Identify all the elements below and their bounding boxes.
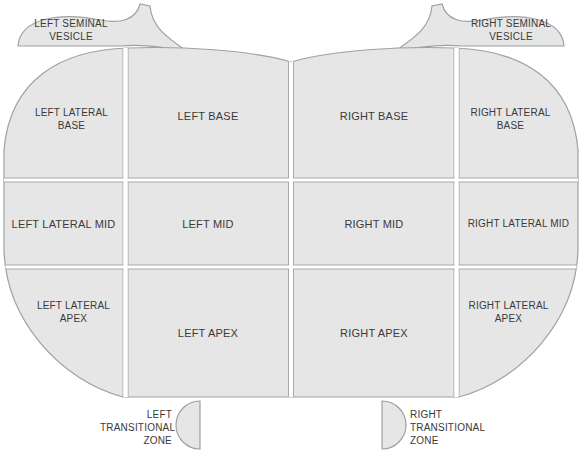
biopsy-zone: RIGHT LATERAL MID — [461, 184, 576, 263]
biopsy-zone: LEFT LATERAL APEX — [26, 272, 121, 352]
transitional-zone: RIGHT TRANSITIONAL ZONE — [410, 404, 490, 450]
zone-label: RIGHT SEMINAL VESICLE — [460, 17, 562, 43]
biopsy-zone: RIGHT LATERAL BASE — [461, 62, 560, 176]
seminal-vesicle: LEFT SEMINAL VESICLE — [20, 14, 122, 46]
zone-label: RIGHT TRANSITIONAL ZONE — [410, 408, 490, 447]
zone-label: RIGHT BASE — [340, 109, 408, 123]
biopsy-zone: LEFT MID — [130, 184, 286, 263]
seminal-vesicle-shape — [18, 4, 564, 52]
biopsy-zone: RIGHT APEX — [296, 272, 452, 394]
seminal-vesicle: RIGHT SEMINAL VESICLE — [460, 14, 562, 46]
zone-label: LEFT BASE — [178, 109, 239, 123]
zone-label: LEFT MID — [182, 217, 234, 231]
zone-label: RIGHT APEX — [340, 326, 408, 340]
zone-label: RIGHT LATERAL BASE — [461, 106, 560, 132]
prostate-outline — [0, 30, 582, 410]
zone-label: LEFT SEMINAL VESICLE — [20, 17, 122, 43]
biopsy-zone: RIGHT LATERAL APEX — [461, 272, 556, 352]
zone-label: LEFT TRANSITIONAL ZONE — [100, 408, 172, 447]
transitional-zone: LEFT TRANSITIONAL ZONE — [100, 404, 172, 450]
biopsy-zone: LEFT BASE — [130, 56, 286, 176]
zone-label: RIGHT MID — [344, 217, 403, 231]
biopsy-zone: RIGHT MID — [296, 184, 452, 263]
zone-label: LEFT LATERAL APEX — [26, 299, 121, 325]
zone-label: RIGHT LATERAL APEX — [461, 299, 556, 325]
biopsy-zone: LEFT APEX — [130, 272, 286, 394]
transitional-zone-shape — [176, 401, 406, 449]
zone-label: LEFT APEX — [178, 326, 238, 340]
zone-label: LEFT LATERAL MID — [12, 217, 116, 231]
zone-label: RIGHT LATERAL MID — [468, 217, 570, 230]
zone-label: LEFT LATERAL BASE — [22, 106, 121, 132]
biopsy-zone: RIGHT BASE — [296, 56, 452, 176]
biopsy-zone: LEFT LATERAL MID — [6, 184, 121, 263]
biopsy-zone: LEFT LATERAL BASE — [22, 62, 121, 176]
